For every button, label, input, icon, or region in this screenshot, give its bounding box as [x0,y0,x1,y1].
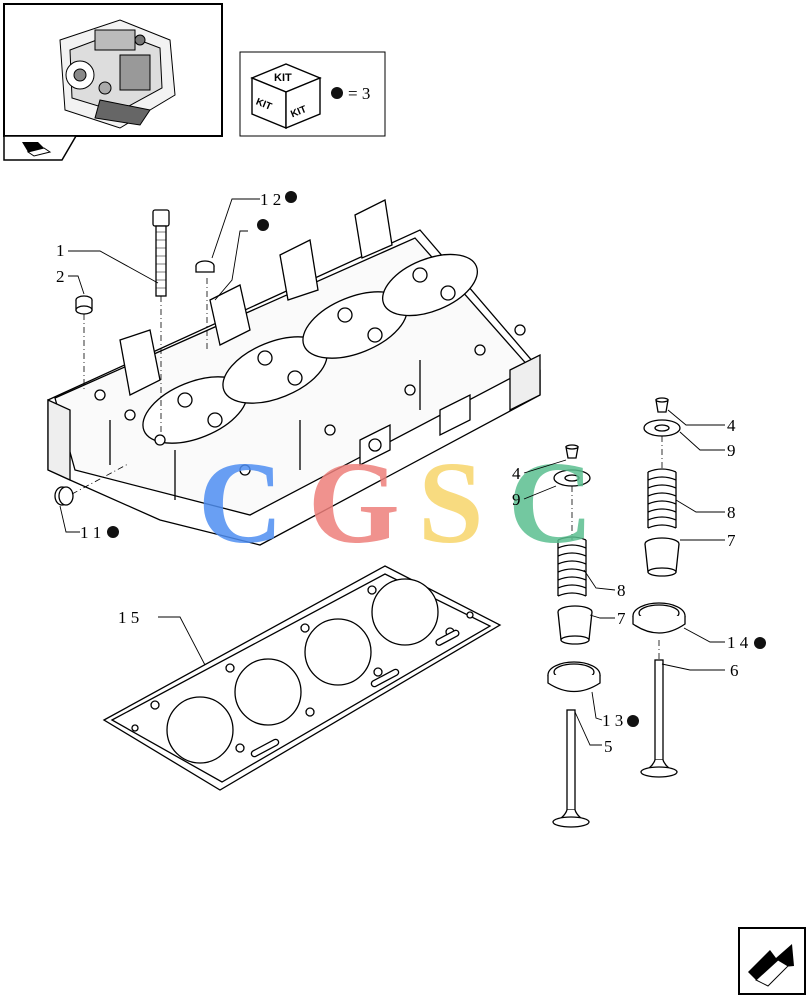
kit-dots [107,191,766,727]
callout-5[interactable]: 5 [604,737,613,756]
callout-4-right[interactable]: 4 [727,416,736,435]
kit-dot-icon [257,219,269,231]
watermark-letter-c2: C [508,437,593,568]
engine-thumbnail[interactable] [3,3,223,137]
kit-legend-box: KIT KIT KIT = 3 [239,51,386,137]
callout-2[interactable]: 2 [56,267,65,286]
kit-cube-icon: KIT KIT KIT [250,63,322,130]
engine-thumbnail-icon [59,19,176,129]
next-page-arrow-icon [748,944,794,987]
callout-6[interactable]: 6 [730,661,739,680]
callout-7-right[interactable]: 7 [727,531,736,550]
head-gasket [102,565,502,791]
valve-stack-right [632,397,686,778]
cylinder-head [47,199,541,546]
watermark-letter-s: S [418,437,484,568]
kit-quantity-text: = 3 [348,84,370,103]
callout-labels: 1 2 1 2 1 1 1 5 4 9 8 7 4 9 8 7 1 4 6 1 … [56,190,749,756]
callout-12[interactable]: 1 2 [260,190,281,209]
head-bolt [152,209,170,297]
next-page-button[interactable] [738,927,806,995]
cgsc-watermark: C G S C [198,437,593,568]
callout-1[interactable]: 1 [56,241,65,260]
kit-dot-icon [754,637,766,649]
callout-9-right[interactable]: 9 [727,441,736,460]
watermark-letter-c1: C [198,437,283,568]
callout-13[interactable]: 1 3 [602,711,623,730]
watermark-letter-g: G [308,437,400,568]
plug-11 [54,486,74,506]
callout-14[interactable]: 1 4 [727,633,749,652]
kit-dot-icon [627,715,639,727]
callout-8-right[interactable]: 8 [727,503,736,522]
callout-15[interactable]: 1 5 [118,608,139,627]
kit-dot-icon [285,191,297,203]
plug-12 [195,260,215,273]
book-arrow-icon [22,142,52,157]
callout-7-left[interactable]: 7 [617,609,626,628]
callout-9-left[interactable]: 9 [512,490,521,509]
book-tab[interactable] [3,135,78,161]
callout-8-left[interactable]: 8 [617,581,626,600]
callout-4-left[interactable]: 4 [512,464,521,483]
kit-top-label: KIT [274,72,292,84]
leader-lines [59,198,725,746]
valve-stack-left [547,444,601,828]
plug-2 [75,295,93,315]
kit-dot-icon [107,526,119,538]
kit-dot-icon [331,87,343,99]
callout-11[interactable]: 1 1 [80,523,101,542]
